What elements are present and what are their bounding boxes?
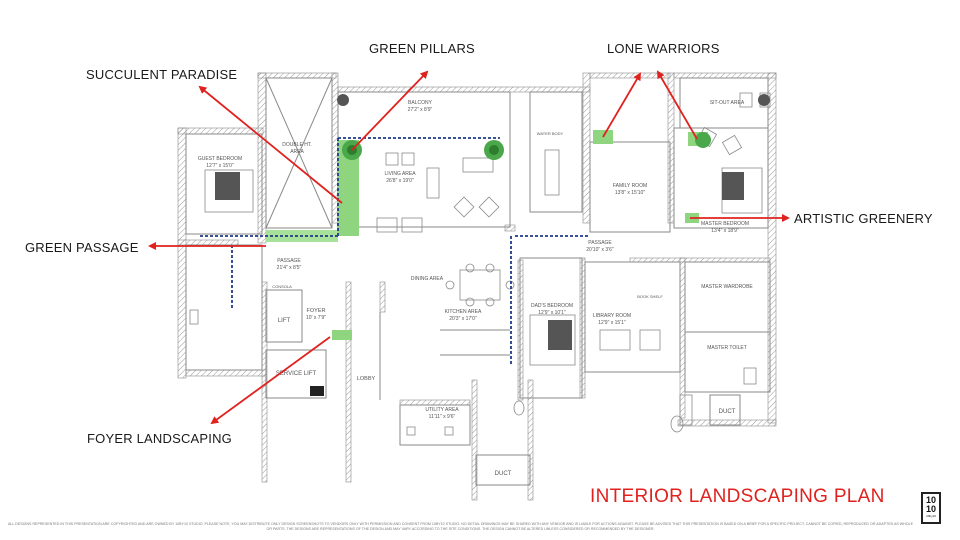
circulation-lines (200, 137, 590, 365)
room-size-family: 13'8" x 15'10" (615, 190, 645, 196)
callout-succulent-paradise: SUCCULENT PARADISE (86, 67, 238, 82)
logo-subtext: 10by10 (926, 514, 936, 518)
callout-green-pillars: GREEN PILLARS (369, 41, 475, 56)
logo-top-number: 10 (925, 495, 936, 505)
callout-green-passage: GREEN PASSAGE (25, 240, 139, 255)
room-size-passage-right: 20'10" x 3'6" (586, 247, 614, 253)
room-label-library: LIBRARY ROOM (593, 313, 631, 319)
room-label-duct-bottom: DUCT (495, 471, 512, 477)
room-label-book-shelf: BOOK SHELF (637, 294, 663, 299)
callout-arrows (148, 70, 790, 425)
room-label-water-body: WATER BODY (537, 131, 564, 136)
room-label-passage-left: PASSAGE (277, 258, 301, 264)
room-label-dads-bedroom: DAD'S BEDROOM (531, 303, 573, 309)
room-label-balcony: BALCONY (408, 100, 433, 106)
room-label-double-ht: DOUBLE HT. (282, 142, 311, 148)
room-label-consola: CONSOLA (272, 284, 292, 289)
walls (177, 72, 777, 501)
room-label-living: LIVING AREA (384, 171, 416, 177)
room-label-kitchen: KITCHEN AREA (445, 309, 482, 315)
studio-logo: 10 10 10by10 (921, 492, 941, 524)
logo-bottom-number: 10 (925, 504, 936, 514)
room-size-living: 26'8" x 19'0" (386, 178, 414, 184)
room-label-master-bedroom: MASTER BEDROOM (701, 221, 749, 227)
slide-title: INTERIOR LANDSCAPING PLAN (590, 486, 885, 507)
room-label-master-toilet: MASTER TOILET (707, 345, 747, 351)
room-size-dads-bedroom: 12'9" x 10'1" (538, 310, 566, 316)
arrow-green-pillars (351, 70, 429, 151)
room-label-sit-out: SIT-OUT AREA (710, 100, 745, 106)
room-labels: BALCONY 27'2" x 8'9" SIT-OUT AREA GUEST … (198, 100, 754, 477)
furniture (189, 92, 771, 436)
room-size-utility: 11'11" x 9'6" (429, 414, 456, 420)
room-label-utility: UTILITY AREA (425, 407, 459, 413)
room-size-foyer: 10' x 7'9" (306, 315, 326, 321)
room-size-balcony: 27'2" x 8'9" (408, 107, 433, 113)
room-size-library: 12'9" x 15'1" (598, 320, 626, 326)
room-size-guest-bedroom: 12'7" x 15'0" (206, 163, 234, 169)
arrow-succulent-paradise (198, 85, 343, 204)
callout-artistic-greenery: ARTISTIC GREENERY (794, 211, 933, 226)
interior-lines (185, 77, 771, 486)
arrow-foyer-landscaping (210, 336, 331, 425)
arrow-lone-warriors-left (602, 72, 642, 138)
room-size-kitchen: 20'3" x 17'0" (449, 316, 477, 322)
room-label-service-lift: SERVICE LIFT (276, 371, 317, 377)
callout-lone-warriors: LONE WARRIORS (607, 41, 720, 56)
room-label-dining: DINING AREA (411, 276, 444, 282)
room-label-foyer: FOYER (307, 308, 326, 314)
landscaping-greenery (266, 130, 711, 340)
room-label-lobby: LOBBY (357, 376, 376, 382)
room-size-master-bedroom: 13'4" x 18'9" (711, 228, 739, 234)
callout-foyer-landscaping: FOYER LANDSCAPING (87, 431, 232, 446)
room-size-passage-left: 21'4" x 8'5" (277, 265, 302, 271)
room-label-family: FAMILY ROOM (613, 183, 647, 189)
arrow-lone-warriors-right (656, 70, 698, 140)
room-label-duct-right: DUCT (719, 409, 736, 415)
room-label-lift: LIFT (278, 318, 291, 324)
room-label-double-ht-area: AREA (290, 149, 304, 155)
room-label-passage-right: PASSAGE (588, 240, 612, 246)
room-label-master-wardrobe: MASTER WARDROBE (701, 284, 753, 290)
copyright-disclaimer: ALL DESIGNS REPRESENTED IN THIS PRESENTA… (8, 522, 913, 531)
room-label-guest-bedroom: GUEST BEDROOM (198, 156, 242, 162)
